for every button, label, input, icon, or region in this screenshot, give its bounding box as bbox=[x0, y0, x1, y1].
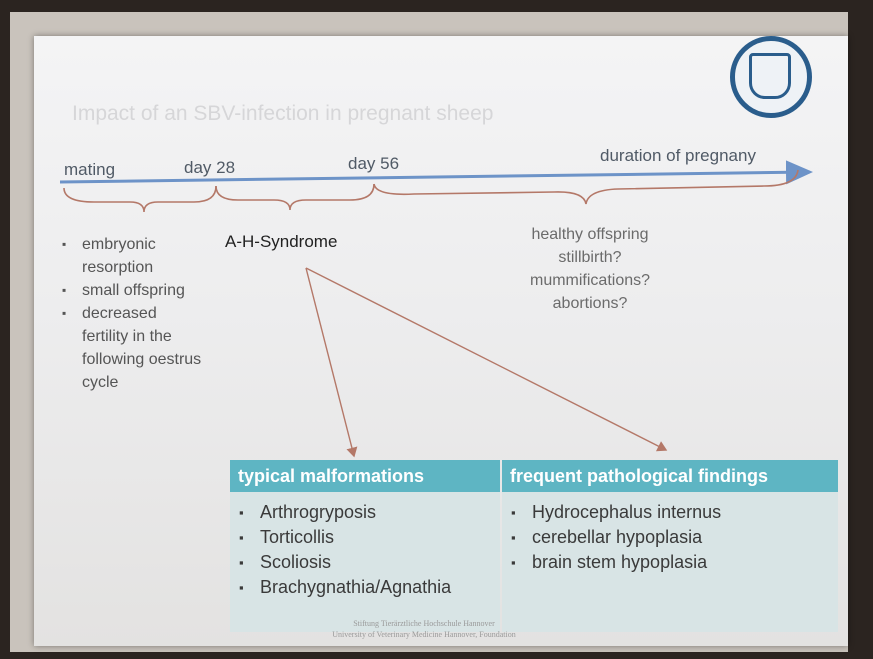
malformation-item: Scoliosis bbox=[230, 550, 500, 575]
outcome-item: healthy offspring bbox=[531, 226, 649, 243]
malformations-header: typical malformations bbox=[230, 460, 500, 492]
malformation-item: Brachygnathia/Agnathia bbox=[230, 575, 500, 600]
timeline-label-day56: day 56 bbox=[348, 154, 400, 173]
finding-item: brain stem hypoplasia bbox=[502, 550, 838, 575]
university-seal-logo bbox=[730, 36, 812, 118]
timeline-label-mating: mating bbox=[64, 160, 116, 179]
early-effects-list: embryonic resorption small offspring dec… bbox=[56, 233, 206, 394]
slide-title: Impact of an SBV-infection in pregnant s… bbox=[72, 102, 494, 125]
malformation-item: Arthrogryposis bbox=[230, 500, 500, 525]
malformation-item: Torticollis bbox=[230, 525, 500, 550]
outcome-item: abortions? bbox=[552, 295, 628, 312]
finding-item: Hydrocephalus internus bbox=[502, 500, 838, 525]
timeline-graphic bbox=[59, 160, 813, 458]
timeline-label-day28: day 28 bbox=[184, 158, 236, 177]
finding-item: cerebellar hypoplasia bbox=[502, 525, 838, 550]
list-item: embryonic resorption bbox=[56, 233, 206, 279]
footer-line: University of Veterinary Medicine Hannov… bbox=[332, 630, 516, 639]
arrow-to-findings bbox=[305, 267, 668, 452]
list-item: small offspring bbox=[56, 279, 206, 302]
outcome-item: stillbirth? bbox=[558, 249, 622, 266]
timeline-label-duration: duration of pregnany bbox=[600, 146, 756, 165]
list-item: decreased fertility in the following oes… bbox=[56, 302, 206, 394]
ah-syndrome-label: A-H-Syndrome bbox=[225, 232, 338, 251]
slide-footer: Stiftung Tierärztliche Hochschule Hannov… bbox=[304, 618, 544, 640]
outcome-item: mummifications? bbox=[529, 272, 651, 289]
brace-late-phase bbox=[373, 169, 799, 205]
late-outcomes: healthy offspring stillbirth? mummificat… bbox=[490, 223, 690, 315]
presentation-slide: Impact of an SBV-infection in pregnant s… bbox=[34, 36, 848, 646]
findings-header: frequent pathological findings bbox=[502, 460, 838, 492]
brace-ahs-phase bbox=[215, 183, 375, 211]
findings-panel: frequent pathological findings Hydroceph… bbox=[502, 460, 838, 632]
seal-shield-icon bbox=[749, 53, 791, 99]
arrow-to-malformations bbox=[305, 267, 358, 458]
malformations-panel: typical malformations Arthrogryposis Tor… bbox=[230, 460, 500, 632]
timeline-axis-arrow bbox=[59, 160, 813, 185]
footer-line: Stiftung Tierärztliche Hochschule Hannov… bbox=[353, 619, 495, 628]
brace-embryonic-phase bbox=[63, 185, 217, 213]
